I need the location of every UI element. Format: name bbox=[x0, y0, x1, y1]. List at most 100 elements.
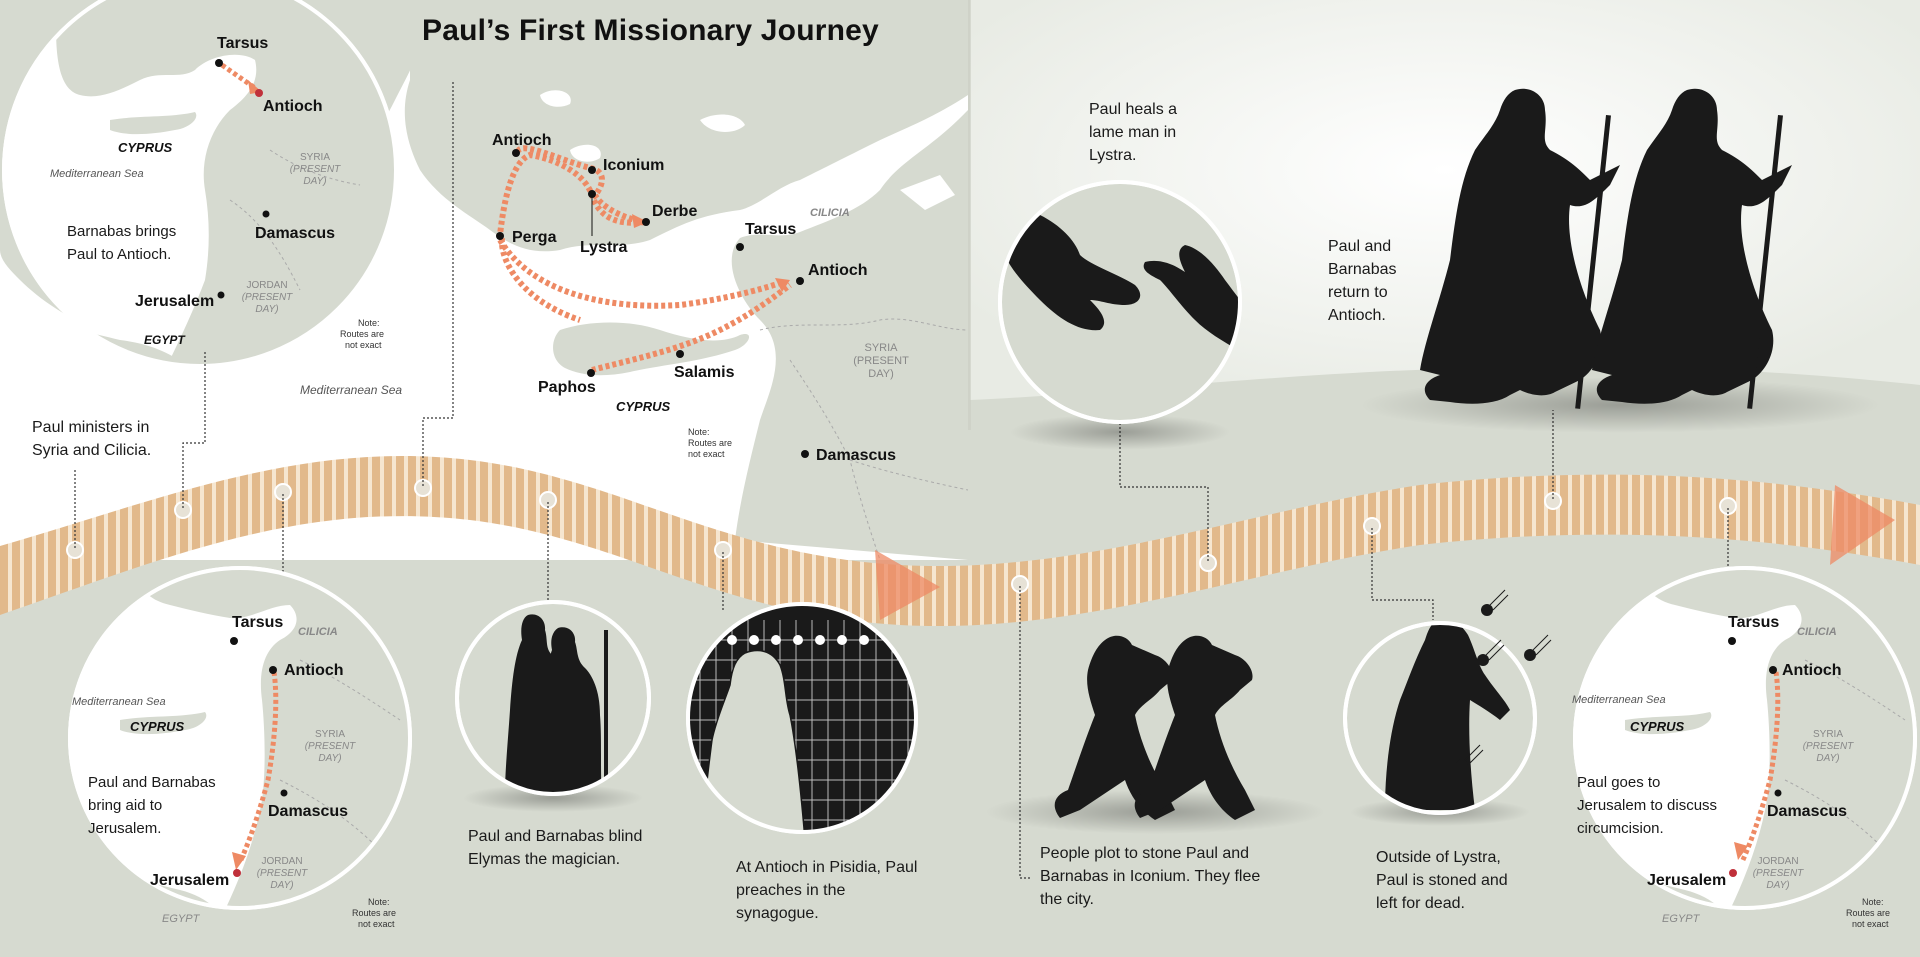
caption-line: the city. bbox=[1040, 891, 1094, 908]
scene-iconium bbox=[985, 635, 1325, 834]
city-dot-paphos bbox=[587, 369, 595, 377]
route-perga-paphos bbox=[498, 237, 581, 323]
caption-return: Paul and Barnabas return to Antioch. bbox=[1328, 235, 1397, 327]
lake-4 bbox=[900, 175, 955, 210]
inset-br-syria-2: (PRESENT bbox=[1803, 741, 1854, 752]
city-label-damascus: Damascus bbox=[816, 447, 896, 464]
inset-top-syria-2: (PRESENT bbox=[290, 164, 341, 175]
page-title: Paul’s First Missionary Journey bbox=[422, 14, 879, 47]
inset-bl-note-2: Routes are bbox=[352, 908, 396, 918]
caption-line: Paul and bbox=[1328, 238, 1392, 255]
land-anatolia bbox=[404, 0, 969, 252]
inset-br-jordan-3: DAY) bbox=[1766, 880, 1789, 891]
inset-top-sea: Mediterranean Sea bbox=[50, 168, 144, 180]
caption-line: return to bbox=[1328, 284, 1388, 301]
route-perga-antioch bbox=[497, 238, 781, 309]
inset-bl-syria-3: DAY) bbox=[318, 753, 341, 764]
main-map-note-2: Routes are bbox=[688, 438, 732, 448]
city-label-paphos: Paphos bbox=[538, 379, 596, 396]
fleeing-figure-icon bbox=[1054, 635, 1175, 820]
city-dot-perga bbox=[496, 232, 504, 240]
caption-line: lame man in bbox=[1089, 124, 1177, 141]
inset-bl-caption-1: Paul and Barnabas bbox=[88, 774, 216, 791]
caption-line: Lystra. bbox=[1089, 147, 1137, 164]
caption-line: People plot to stone Paul and bbox=[1040, 845, 1250, 862]
inset-bl-city-antioch: Antioch bbox=[284, 662, 344, 679]
inset-top-note-3: not exact bbox=[345, 340, 382, 350]
walking-figure-icon bbox=[1592, 88, 1792, 409]
inset-map-top: Tarsus Antioch Damascus Jerusalem CYPRUS… bbox=[2, 0, 398, 368]
caption-pisidia: At Antioch in Pisidia, Paul preaches in … bbox=[736, 856, 917, 925]
inset-br-syria-3: DAY) bbox=[1816, 753, 1839, 764]
inset-top-jordan-3: DAY) bbox=[255, 304, 278, 315]
paul-preaching-icon bbox=[699, 649, 806, 832]
city-label-antioch-syria: Antioch bbox=[808, 262, 868, 279]
caption-line: Paul and Barnabas blind bbox=[468, 828, 643, 845]
inset-br-cilicia: CILICIA bbox=[1797, 626, 1837, 638]
lake-1 bbox=[700, 114, 745, 132]
inset-br-cyprus: CYPRUS bbox=[1630, 719, 1685, 734]
route-paphos-antioch bbox=[591, 282, 792, 373]
caption-line: synagogue. bbox=[736, 905, 819, 922]
inset-bl-sea: Mediterranean Sea bbox=[72, 696, 166, 708]
city-label-derbe: Derbe bbox=[652, 203, 697, 220]
scene-return bbox=[1360, 88, 1880, 433]
caption-stoned: Outside of Lystra, Paul is stoned and le… bbox=[1376, 846, 1508, 915]
caption-line: Barnabas bbox=[1328, 261, 1397, 278]
stones-icon bbox=[1456, 589, 1552, 771]
inset-br-note-3: not exact bbox=[1852, 919, 1889, 929]
inset-top-jordan-2: (PRESENT bbox=[242, 292, 293, 303]
main-map-note-3: not exact bbox=[688, 449, 725, 459]
inset-top-syria-3: DAY) bbox=[303, 176, 326, 187]
caption-line: left for dead. bbox=[1376, 895, 1465, 912]
border-3 bbox=[849, 459, 969, 491]
inset-top-city-tarsus: Tarsus bbox=[217, 35, 268, 52]
caption-line: Syria and Cilicia. bbox=[32, 442, 152, 459]
inset-bl-syria-1: SYRIA bbox=[315, 729, 345, 740]
city-label-iconium: Iconium bbox=[603, 157, 664, 174]
city-label-lystra: Lystra bbox=[580, 239, 628, 256]
region-label-cyprus: CYPRUS bbox=[616, 399, 671, 414]
caption-line: At Antioch in Pisidia, Paul bbox=[736, 859, 918, 876]
inset-br-caption-3: circumcision. bbox=[1577, 820, 1664, 837]
inset-br-city-antioch: Antioch bbox=[1782, 662, 1842, 679]
scene-synagogue bbox=[686, 602, 918, 834]
fleeing-figure-icon bbox=[1134, 635, 1255, 820]
inset-top-city-jerusalem: Jerusalem bbox=[135, 293, 214, 310]
route-antioch-iconium-derbe bbox=[515, 145, 646, 225]
city-dot-damascus bbox=[801, 450, 809, 458]
inset-bl-jordan-3: DAY) bbox=[270, 880, 293, 891]
inset-br-city-damascus: Damascus bbox=[1767, 803, 1847, 820]
caption-lystra-heal: Paul heals a lame man in Lystra. bbox=[1089, 98, 1177, 167]
inset-br-jordan-1: JORDAN bbox=[1757, 856, 1798, 867]
city-dot-tarsus bbox=[736, 243, 744, 251]
route-arrowhead-antioch bbox=[775, 278, 790, 292]
city-dot-salamis bbox=[676, 350, 684, 358]
city-dot-iconium bbox=[588, 166, 596, 174]
caption-line: Paul heals a bbox=[1089, 101, 1178, 118]
crowd-heads bbox=[727, 635, 869, 645]
caption-line: Paul is stoned and bbox=[1376, 872, 1508, 889]
inset-br-note-1: Note: bbox=[1862, 897, 1884, 907]
lake-2 bbox=[570, 144, 601, 162]
inset-top-caption-2: Paul to Antioch. bbox=[67, 246, 171, 263]
region-label-syria-2: (PRESENT bbox=[853, 355, 909, 367]
caption-elymas: Paul and Barnabas blind Elymas the magic… bbox=[468, 825, 642, 871]
caption-line: Outside of Lystra, bbox=[1376, 849, 1501, 866]
land-cyprus-main bbox=[553, 322, 750, 376]
region-label-syria-3: DAY) bbox=[868, 368, 893, 380]
inset-bl-cyprus: CYPRUS bbox=[130, 719, 185, 734]
caption-line: Antioch. bbox=[1328, 307, 1386, 324]
inset-br-note-2: Routes are bbox=[1846, 908, 1890, 918]
city-label-perga: Perga bbox=[512, 229, 557, 246]
city-label-antioch-pisidia: Antioch bbox=[492, 132, 552, 149]
inset-top-cyprus: CYPRUS bbox=[118, 140, 173, 155]
staff-icon bbox=[604, 630, 608, 794]
inset-bl-jordan-2: (PRESENT bbox=[257, 868, 308, 879]
scene-stoning bbox=[1343, 589, 1552, 826]
inset-br-syria-1: SYRIA bbox=[1813, 729, 1843, 740]
lake-3 bbox=[540, 90, 571, 107]
inset-bl-caption-3: Jerusalem. bbox=[88, 820, 161, 837]
inset-bl-cilicia: CILICIA bbox=[298, 626, 338, 638]
main-map-note-1: Note: bbox=[688, 427, 710, 437]
